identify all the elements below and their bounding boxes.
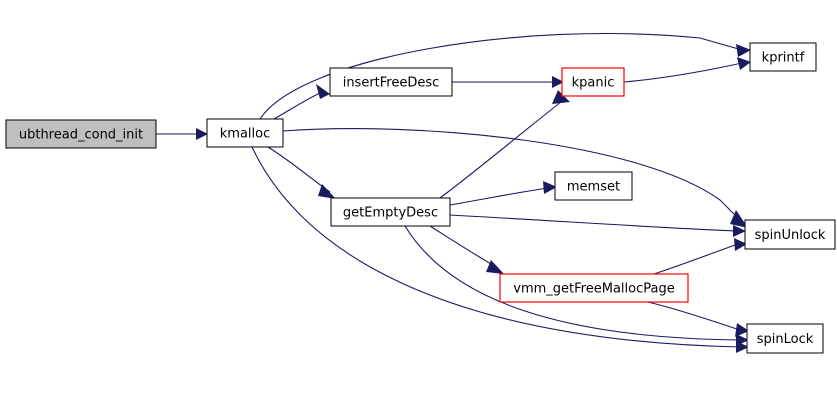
edge-kmalloc-to-insertFreeDesc <box>273 84 330 120</box>
node-box-kpanic[interactable] <box>561 67 625 97</box>
node-spinUnlock[interactable]: spinUnlock <box>744 219 836 250</box>
node-memset[interactable]: memset <box>554 171 633 201</box>
edge-ubthread_cond_init-to-kmalloc <box>156 128 208 140</box>
node-insertFreeDesc[interactable]: insertFreeDesc <box>329 67 453 97</box>
edge-line <box>623 62 743 83</box>
node-label-memset: memset <box>567 180 620 195</box>
edge-kmalloc-to-spinUnlock <box>282 128 748 228</box>
node-getEmptyDesc[interactable]: getEmptyDesc <box>330 197 451 227</box>
arrow-head-icon <box>318 184 336 199</box>
arrow-head-icon <box>316 84 330 99</box>
node-box-spinLock[interactable] <box>746 323 824 354</box>
edge-line <box>404 225 741 341</box>
node-label-vmm_getFreeMallocPage: vmm_getFreeMallocPage <box>513 282 674 297</box>
node-box-kmalloc[interactable] <box>206 118 284 148</box>
node-label-spinUnlock: spinUnlock <box>755 228 826 243</box>
node-vmm_getFreeMallocPage[interactable]: vmm_getFreeMallocPage <box>499 273 689 303</box>
edge-line <box>439 97 567 199</box>
node-box-kprintf[interactable] <box>749 42 817 72</box>
node-label-getEmptyDesc: getEmptyDesc <box>343 206 438 221</box>
node-label-kpanic: kpanic <box>572 76 615 91</box>
edge-line <box>647 301 741 331</box>
node-box-insertFreeDesc[interactable] <box>329 67 453 97</box>
edge-line <box>653 243 739 275</box>
edge-getEmptyDesc-to-kpanic <box>439 90 570 199</box>
node-ubthread_cond_init[interactable]: ubthread_cond_init <box>5 119 157 149</box>
arrow-head-icon <box>733 225 746 237</box>
node-box-memset[interactable] <box>554 171 633 201</box>
node-box-ubthread_cond_init[interactable] <box>5 119 157 149</box>
edge-line <box>273 91 323 120</box>
edge-line <box>429 225 499 269</box>
edge-vmm_getFreeMallocPage-to-spinUnlock <box>653 238 747 275</box>
arrow-head-icon <box>196 128 208 140</box>
arrow-head-icon <box>736 44 751 57</box>
edge-line <box>282 128 743 223</box>
arrow-head-icon <box>486 260 504 274</box>
node-spinLock[interactable]: spinLock <box>746 323 824 354</box>
edge-getEmptyDesc-to-memset <box>449 181 557 206</box>
edge-getEmptyDesc-to-vmm_getFreeMallocPage <box>429 225 504 274</box>
arrow-head-icon <box>730 210 748 228</box>
node-kpanic[interactable]: kpanic <box>561 67 625 97</box>
arrow-head-icon <box>552 90 570 104</box>
edge-line <box>449 187 549 206</box>
edge-kpanic-to-kprintf <box>623 57 751 83</box>
node-label-kmalloc: kmalloc <box>220 127 270 142</box>
node-box-vmm_getFreeMallocPage[interactable] <box>499 273 689 303</box>
node-kmalloc[interactable]: kmalloc <box>206 118 284 148</box>
node-box-getEmptyDesc[interactable] <box>330 197 451 227</box>
node-label-kprintf: kprintf <box>762 51 805 66</box>
arrow-head-icon <box>737 57 751 70</box>
arrow-head-icon <box>543 181 557 194</box>
nodes-layer: ubthread_cond_init kmalloc insertFreeDesc k… <box>5 42 836 354</box>
node-label-spinLock: spinLock <box>757 332 814 347</box>
node-box-spinUnlock[interactable] <box>744 219 836 250</box>
edge-kmalloc-to-kprintf <box>259 32 751 120</box>
arrow-head-icon <box>734 238 747 251</box>
edge-line <box>259 32 743 120</box>
edge-vmm_getFreeMallocPage-to-spinLock <box>647 301 749 337</box>
arrow-head-icon <box>736 341 749 353</box>
node-label-ubthread_cond_init: ubthread_cond_init <box>19 128 143 143</box>
edge-line <box>251 146 741 348</box>
node-label-insertFreeDesc: insertFreeDesc <box>343 76 440 91</box>
arrow-head-icon <box>552 76 564 88</box>
edge-line <box>449 214 739 232</box>
arrow-head-icon <box>735 323 749 337</box>
edge-kmalloc-to-getEmptyDesc <box>267 146 336 199</box>
edge-getEmptyDesc-to-spinUnlock <box>449 214 746 237</box>
edges-layer <box>156 32 751 353</box>
edge-kmalloc-to-spinLock <box>251 146 749 353</box>
edge-line <box>267 146 331 193</box>
edge-insertFreeDesc-to-kpanic <box>452 76 564 88</box>
node-kprintf[interactable]: kprintf <box>749 42 817 72</box>
